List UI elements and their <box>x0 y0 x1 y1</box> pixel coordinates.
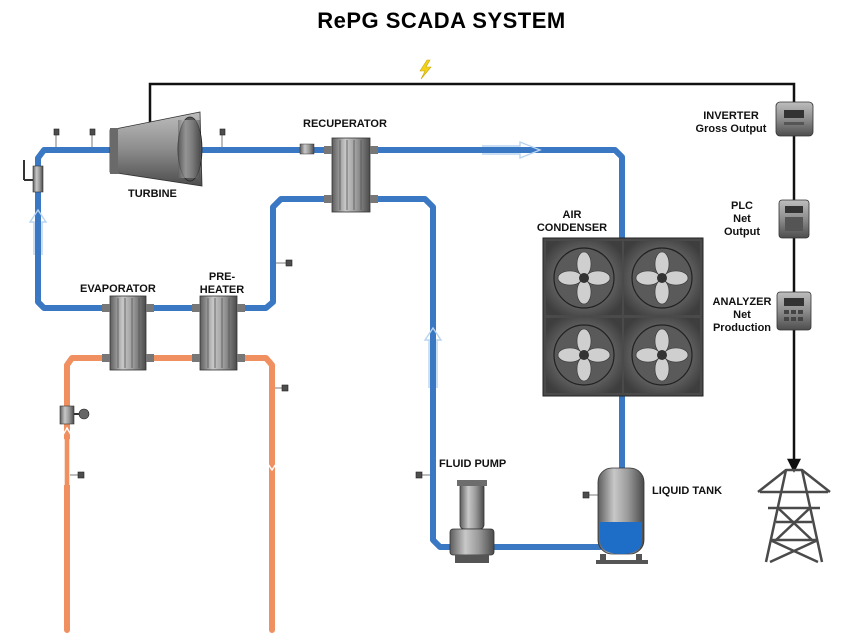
inlet-valve <box>23 160 44 193</box>
power-line <box>148 82 802 473</box>
sensor-icon <box>77 471 85 479</box>
sensor-icon <box>285 259 293 267</box>
turbine <box>109 111 203 187</box>
pre-heater <box>192 295 245 371</box>
lightning-icon <box>419 59 432 80</box>
fan-icon <box>624 241 700 315</box>
inverter-label: INVERTER Gross Output <box>686 110 776 136</box>
liquid-tank-label: LIQUID TANK <box>652 485 723 497</box>
inverter-label-line1: INVERTER <box>703 110 759 122</box>
pre-heater-label-line1: PRE- <box>208 271 236 283</box>
sensors <box>53 128 600 499</box>
sensor-icon <box>89 128 96 136</box>
sensor-icon <box>219 128 226 136</box>
analyzer <box>776 291 812 331</box>
recuperator-label: RECUPERATOR <box>303 118 387 130</box>
analyzer-label: ANALYZER Net Production <box>704 296 780 335</box>
plc-label: PLC Net Output <box>712 200 772 239</box>
plc-label-line3: Output <box>723 226 761 238</box>
analyzer-label-line1: ANALYZER <box>712 296 772 308</box>
flow-arrows <box>28 140 542 485</box>
recuperator <box>299 137 378 213</box>
page-title: RePG SCADA SYSTEM <box>317 8 566 33</box>
fan-icon <box>546 318 622 393</box>
analyzer-label-line3: Production <box>712 322 772 334</box>
air-condenser-label: AIR CONDENSER <box>524 209 620 235</box>
working-fluid-pipes <box>35 147 625 550</box>
pre-heater-label: PRE- HEATER <box>196 271 248 297</box>
evaporator <box>102 295 154 371</box>
sensor-icon <box>582 491 590 499</box>
analyzer-label-line2: Net <box>733 309 751 321</box>
liquid-tank <box>596 467 648 564</box>
sensor-icon <box>415 471 423 479</box>
sensor-icon <box>281 384 289 392</box>
plc <box>778 199 810 239</box>
fluid-pump <box>449 480 495 563</box>
air-condenser-label-line1: AIR <box>562 209 582 221</box>
transmission-tower-icon <box>757 468 831 564</box>
hot-water-pipes <box>64 355 275 633</box>
inverter <box>775 101 814 137</box>
pre-heater-label-line2: HEATER <box>199 284 245 296</box>
fan-icon <box>546 241 622 315</box>
plc-label-line1: PLC <box>731 200 753 212</box>
plc-label-line2: Net <box>733 213 751 225</box>
turbine-label: TURBINE <box>128 188 177 200</box>
fluid-pump-label: FLUID PUMP <box>439 458 507 470</box>
air-condenser <box>542 237 704 397</box>
flow-meter <box>59 405 90 425</box>
inverter-label-line2: Gross Output <box>695 123 767 135</box>
sensor-icon <box>53 128 60 136</box>
air-condenser-label-line2: CONDENSER <box>536 222 608 234</box>
fan-icon <box>624 318 700 393</box>
evaporator-label: EVAPORATOR <box>80 283 156 295</box>
